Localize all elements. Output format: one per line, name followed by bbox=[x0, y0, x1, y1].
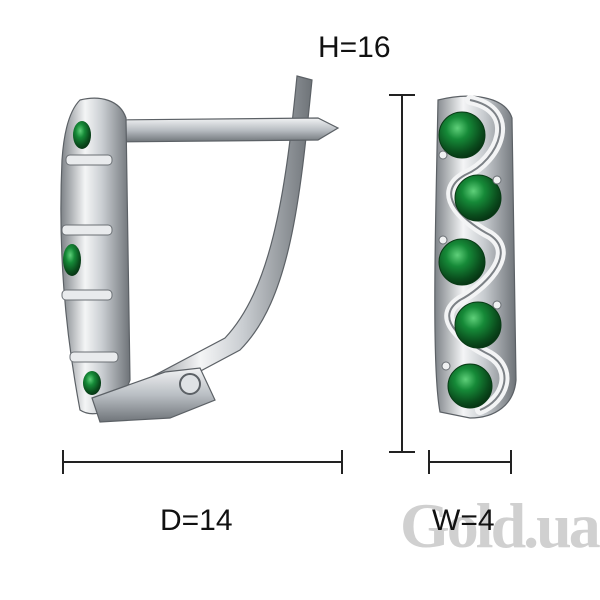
front-stone-5 bbox=[447, 363, 493, 409]
depth-label: D=14 bbox=[160, 504, 233, 537]
side-prong bbox=[69, 351, 119, 363]
side-prong bbox=[61, 289, 113, 301]
side-stone-3 bbox=[83, 371, 101, 395]
crossbar bbox=[109, 117, 340, 143]
front-band bbox=[60, 97, 131, 415]
front-stone-4 bbox=[454, 301, 502, 349]
earring-front-view bbox=[434, 95, 517, 419]
prong bbox=[492, 175, 502, 185]
dimension-lines bbox=[62, 94, 512, 474]
side-stone-1 bbox=[73, 121, 91, 149]
wave-rail-shadow bbox=[448, 99, 506, 411]
gold-ua-watermark-logo: Gold.ua bbox=[400, 490, 600, 561]
prong bbox=[492, 300, 502, 310]
front-stone-1 bbox=[438, 111, 486, 159]
front-stone-2 bbox=[454, 174, 502, 222]
hinge-rivet bbox=[179, 373, 201, 395]
side-prong bbox=[61, 224, 113, 236]
prong bbox=[438, 150, 448, 160]
front-stone-3 bbox=[438, 238, 486, 286]
earring-side-view bbox=[60, 75, 340, 423]
side-prong bbox=[65, 154, 113, 166]
prong bbox=[438, 235, 448, 245]
width-label: W=4 bbox=[432, 504, 495, 537]
height-label: H=16 bbox=[318, 31, 391, 64]
side-stone-2 bbox=[63, 244, 81, 276]
prong bbox=[441, 361, 451, 371]
